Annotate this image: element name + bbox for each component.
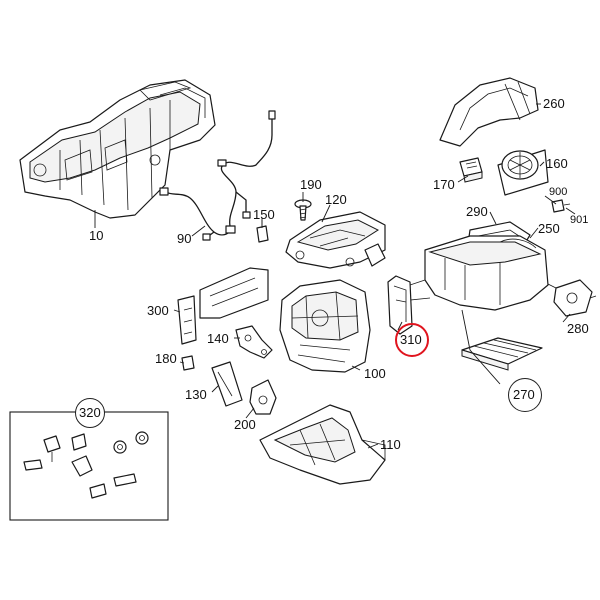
callout-ring-270: [508, 378, 542, 412]
part-180-clip[interactable]: [181, 355, 195, 371]
label-200[interactable]: 200: [234, 417, 256, 432]
label-10[interactable]: 10: [89, 228, 104, 243]
part-270-filter[interactable]: [461, 337, 543, 371]
part-140-lever[interactable]: [235, 325, 273, 359]
part-190-screw[interactable]: [294, 199, 312, 221]
label-270[interactable]: 270: [513, 387, 535, 402]
label-130[interactable]: 130: [185, 387, 207, 402]
part-900-connector[interactable]: [551, 199, 571, 213]
label-160[interactable]: 160: [546, 156, 568, 171]
part-130-pipe[interactable]: [211, 361, 243, 407]
label-170[interactable]: 170: [433, 177, 455, 192]
part-280-actuator[interactable]: [547, 279, 597, 317]
part-200-linkage[interactable]: [249, 379, 277, 415]
part-110-lower-housing[interactable]: [259, 404, 386, 485]
label-320[interactable]: 320: [79, 405, 101, 420]
part-150-sensor[interactable]: [256, 220, 269, 243]
label-140[interactable]: 140: [207, 331, 229, 346]
label-280[interactable]: 280: [567, 321, 589, 336]
part-260-cover[interactable]: [439, 77, 539, 147]
part-250-blower-housing[interactable]: [409, 235, 549, 311]
label-900[interactable]: 900: [549, 186, 568, 198]
callout-ring-320: [75, 398, 105, 428]
part-10-hvac-housing[interactable]: [19, 79, 216, 219]
label-300[interactable]: 300: [147, 303, 169, 318]
part-300-duct[interactable]: [177, 267, 269, 345]
label-250[interactable]: 250: [538, 221, 560, 236]
part-160-blower-motor[interactable]: [497, 149, 549, 196]
label-260[interactable]: 260: [543, 96, 565, 111]
part-120-upper-housing[interactable]: [285, 211, 386, 269]
label-290[interactable]: 290: [466, 204, 488, 219]
part-100-main-housing[interactable]: [279, 279, 371, 373]
label-310[interactable]: 310: [400, 332, 422, 347]
label-100[interactable]: 100: [364, 366, 386, 381]
part-90-wiring-harness[interactable]: [159, 110, 276, 241]
label-180[interactable]: 180: [155, 351, 177, 366]
highlight-ring-310: [395, 323, 429, 357]
part-320-small-parts[interactable]: [23, 431, 149, 499]
label-190[interactable]: 190: [300, 177, 322, 192]
leader-lines: [94, 103, 576, 449]
label-120[interactable]: 120: [325, 192, 347, 207]
label-110[interactable]: 110: [380, 437, 401, 452]
label-901[interactable]: 901: [570, 214, 589, 226]
label-150[interactable]: 150: [253, 207, 275, 222]
label-90[interactable]: 90: [177, 231, 192, 246]
part-170-resistor[interactable]: [459, 157, 483, 183]
